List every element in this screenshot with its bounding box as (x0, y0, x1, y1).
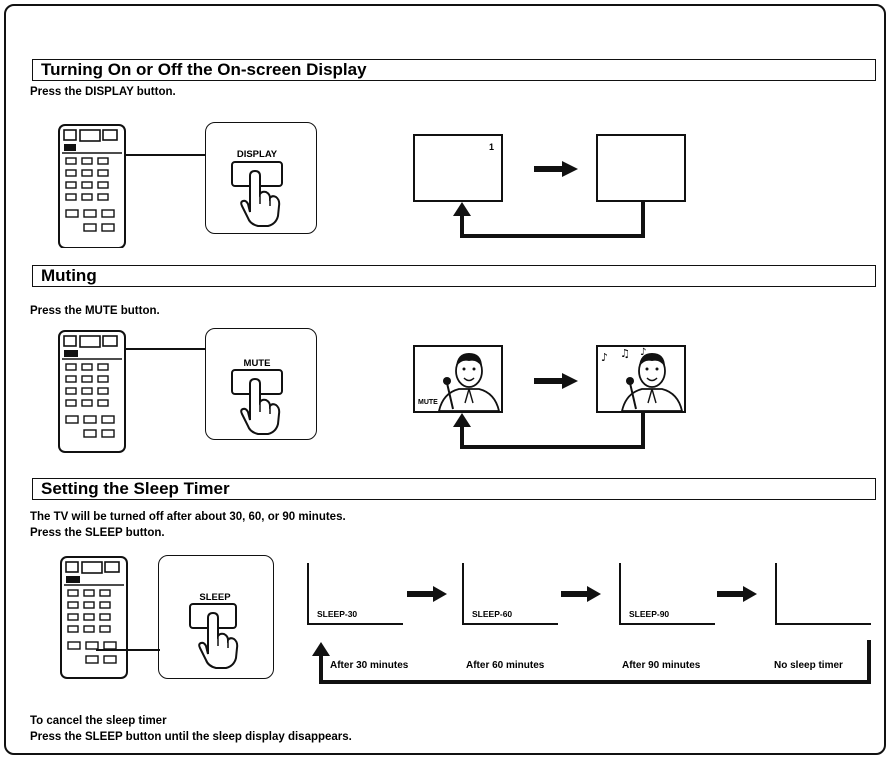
arrow-right-icon (561, 586, 601, 602)
step-caption: No sleep timer (774, 660, 843, 671)
tv-screen-muted: MUTE (413, 345, 503, 413)
return-arrow-icon (453, 202, 645, 238)
remote-control-illustration (58, 330, 126, 453)
arrow-right-icon (407, 586, 447, 602)
mute-button-label: MUTE (243, 358, 271, 369)
connector-line (96, 649, 160, 651)
step-caption: After 60 minutes (466, 660, 545, 671)
cancel-note-text: Press the SLEEP button until the sleep d… (30, 731, 352, 743)
channel-indicator: 1 (488, 142, 494, 152)
display-button-label: DISPLAY (236, 149, 278, 160)
singer-illustration-icon (438, 353, 500, 411)
section-title-display: Turning On or Off the On-screen Display (41, 60, 367, 79)
arrow-right-icon (717, 586, 757, 602)
sleep-description: The TV will be turned off after about 30… (30, 511, 346, 523)
svg-text:♪: ♪ (601, 351, 608, 364)
tv-screen-display-on: 1 (413, 134, 503, 202)
arrow-right-icon (534, 373, 578, 389)
arrow-right-icon (534, 161, 578, 177)
singer-with-music-notes-icon: ♪ ♫ ♪ (601, 347, 684, 412)
sleep-screen-30: SLEEP-30 (307, 563, 403, 625)
sleep-screen-off (775, 563, 871, 625)
sleep-button-label: SLEEP (199, 592, 231, 603)
sleep-display-label: SLEEP-30 (317, 609, 358, 619)
sleep-button-callout (158, 555, 274, 679)
return-arrow-icon (453, 413, 645, 449)
svg-text:♫: ♫ (620, 347, 630, 360)
section-header-sleep: Setting the Sleep Timer (32, 478, 876, 500)
svg-text:♪: ♪ (640, 347, 646, 358)
display-button-callout (205, 122, 317, 234)
remote-control-illustration (58, 124, 126, 248)
connector-line (126, 348, 206, 350)
sleep-display-label: SLEEP-60 (472, 609, 513, 619)
step-caption: After 30 minutes (330, 660, 409, 671)
section-title-muting: Muting (41, 266, 97, 285)
section-header-muting: Muting (32, 265, 876, 287)
pressing-hand-icon (231, 161, 283, 227)
mute-button-callout (205, 328, 317, 440)
step-caption: After 90 minutes (622, 660, 701, 671)
mute-instruction: Press the MUTE button. (30, 305, 160, 317)
return-arrow-icon (312, 640, 871, 684)
sleep-screen-60: SLEEP-60 (462, 563, 558, 625)
display-instruction: Press the DISPLAY button. (30, 86, 176, 98)
sleep-display-label: SLEEP-90 (629, 609, 670, 619)
pressing-hand-icon (231, 369, 283, 435)
section-title-sleep: Setting the Sleep Timer (41, 479, 230, 498)
page-frame (4, 4, 886, 755)
mute-indicator: MUTE (418, 399, 438, 406)
tv-screen-display-off (596, 134, 686, 202)
tv-screen-sound-on: ♪ ♫ ♪ (596, 345, 686, 413)
pressing-hand-icon (189, 603, 239, 669)
remote-control-illustration (60, 556, 128, 679)
connector-line (126, 154, 206, 156)
section-header-display: Turning On or Off the On-screen Display (32, 59, 876, 81)
sleep-instruction: Press the SLEEP button. (30, 527, 165, 539)
sleep-screen-90: SLEEP-90 (619, 563, 715, 625)
cancel-note-heading: To cancel the sleep timer (30, 715, 167, 727)
